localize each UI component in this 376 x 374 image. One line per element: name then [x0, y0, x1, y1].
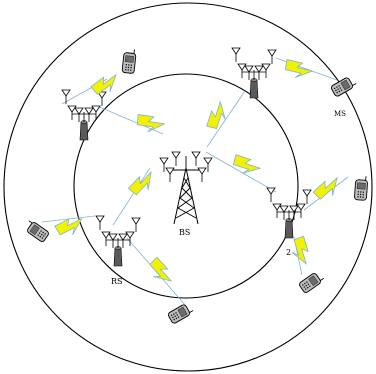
- link-lines: [42, 58, 348, 306]
- mobile-phone-icon: [23, 219, 50, 243]
- wireless-link-icon: [290, 236, 311, 266]
- mobile-phone-icon: [298, 270, 325, 294]
- wireless-link-icon: [90, 71, 122, 99]
- mobile-phone-icon: [354, 176, 368, 201]
- base-station-label: BS: [179, 228, 190, 237]
- relay-station-icon: [267, 188, 311, 238]
- base-station-tower-icon: [160, 152, 212, 224]
- mobile-phone-icon: [330, 75, 357, 97]
- wireless-link-icon: [134, 113, 165, 136]
- mobile-phone-icon: [122, 48, 136, 73]
- relay-station-number: 2: [286, 248, 291, 257]
- wireless-link-icon: [282, 58, 314, 83]
- mobile-station-label: MS: [334, 110, 346, 118]
- wireless-link-icon: [145, 256, 174, 288]
- inner-coverage-ring: [74, 74, 298, 298]
- mobile-phone-icon: [167, 302, 194, 324]
- relay-station-icon: [96, 216, 140, 266]
- relay-station-label: RS: [111, 277, 123, 286]
- wireless-link-icon: [205, 100, 231, 132]
- relay-station-icon: [232, 48, 276, 98]
- wireless-link-icon: [54, 215, 86, 240]
- wireless-link-icon: [127, 169, 159, 199]
- wireless-link-icon: [312, 174, 344, 203]
